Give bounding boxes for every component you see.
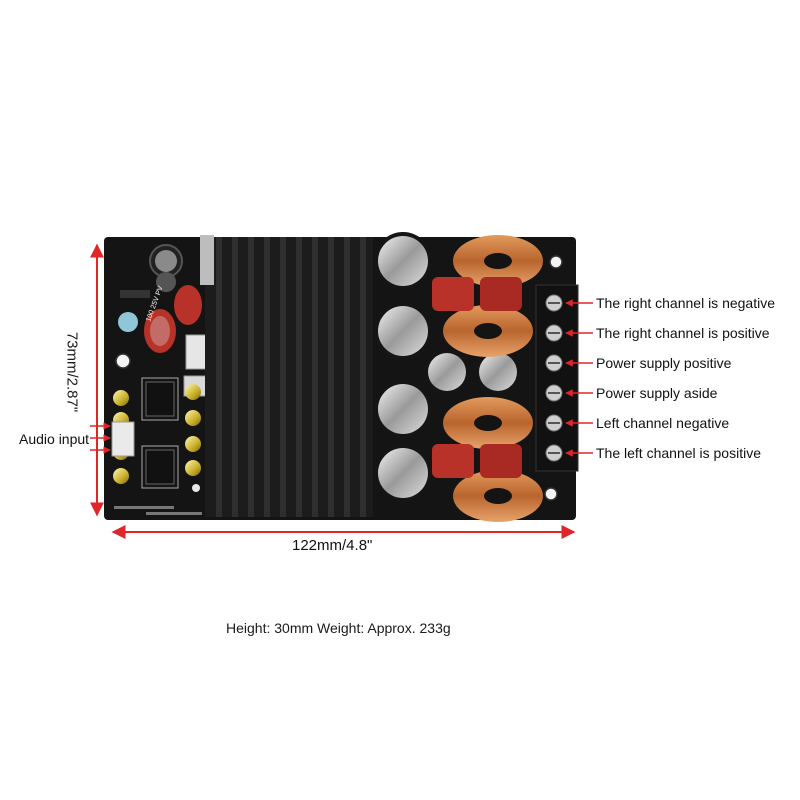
connector-power — [185, 334, 207, 370]
terminal-block — [535, 284, 579, 472]
audio-input-connector — [111, 421, 135, 457]
heatsink — [200, 235, 373, 517]
terminal-label-left-negative: Left channel negative — [596, 415, 730, 431]
film-capacitor-group — [432, 277, 522, 478]
height-dimension-label: 73mm/2.87" — [63, 331, 81, 413]
width-dimension-label: 122mm/4.8" — [292, 537, 373, 554]
terminal-label-power-positive: Power supply positive — [596, 355, 732, 371]
capacitor-large-group — [374, 232, 521, 502]
capacitor-red: 100 25V PV — [144, 285, 202, 353]
capacitor-small — [149, 244, 183, 292]
capacitor-blue — [118, 312, 138, 332]
inductor-group — [443, 235, 543, 522]
terminal-label-right-positive: The right channel is positive — [596, 325, 770, 341]
terminal-label-power-aside: Power supply aside — [596, 385, 718, 401]
spec-caption: Height: 30mm Weight: Approx. 233g — [226, 620, 451, 636]
ic-chips — [141, 377, 179, 489]
terminal-arrows — [565, 299, 593, 457]
audio-input-label: Audio input — [19, 431, 90, 447]
terminal-label-left-positive: The left channel is positive — [596, 445, 761, 461]
terminal-label-right-negative: The right channel is negative — [596, 295, 775, 311]
